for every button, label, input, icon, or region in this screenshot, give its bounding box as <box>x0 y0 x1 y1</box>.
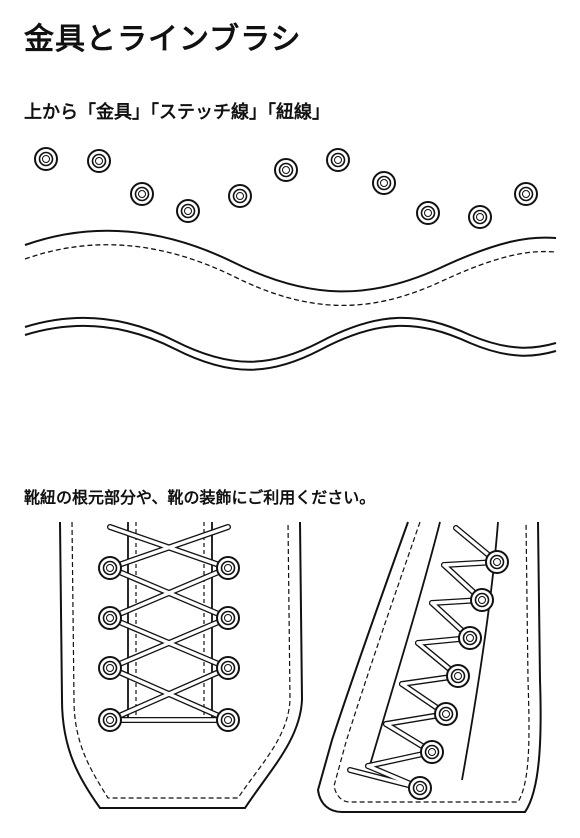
laced-boot-front <box>59 521 304 809</box>
stitch-line <box>24 229 557 307</box>
eyelet-row <box>34 147 538 229</box>
usage-note: 靴紐の根元部分や、靴の装飾にご利用ください。 <box>24 488 376 507</box>
page-title: 金具とラインブラシ <box>24 22 302 57</box>
section-subtitle: 上から「金具」「ステッチ線」「紐線」 <box>24 102 330 123</box>
lace-line <box>24 316 557 371</box>
laced-boot-side <box>316 521 542 813</box>
